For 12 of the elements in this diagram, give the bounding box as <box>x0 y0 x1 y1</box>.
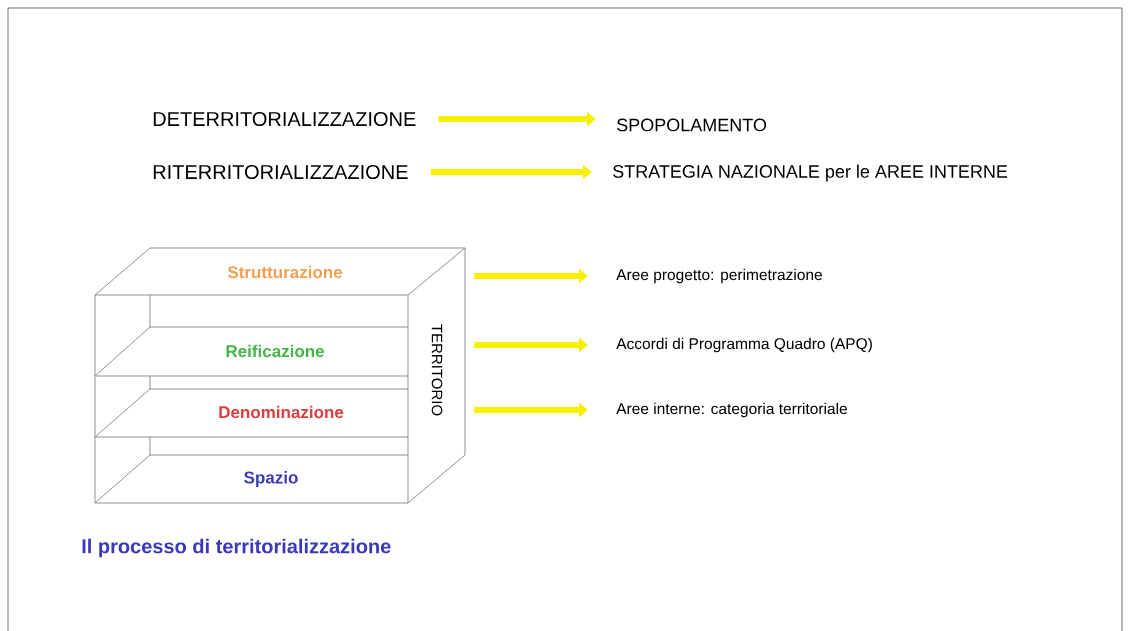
text-label: Aree progetto: perimetrazione <box>616 268 822 284</box>
text-label: SPOPOLAMENTO <box>617 118 767 132</box>
shelf-label: Reificazione <box>226 344 325 358</box>
text-label: DETERRITORIALIZZAZIONE <box>153 111 416 127</box>
text-label: Aree interne: categoria territoriale <box>616 402 847 418</box>
caption: Il processo di territorializzazione <box>82 538 391 558</box>
shelf-label: Denominazione <box>219 405 344 419</box>
text-label: RITERRITORIALIZZAZIONE <box>153 164 408 180</box>
shelf-label: Spazio <box>244 471 298 487</box>
shelf-label: Strutturazione <box>227 265 343 279</box>
text-label: Accordi di Programma Quadro (APQ) <box>616 337 872 353</box>
text-label: STRATEGIA NAZIONALE per le AREE INTERNE <box>613 164 1008 182</box>
